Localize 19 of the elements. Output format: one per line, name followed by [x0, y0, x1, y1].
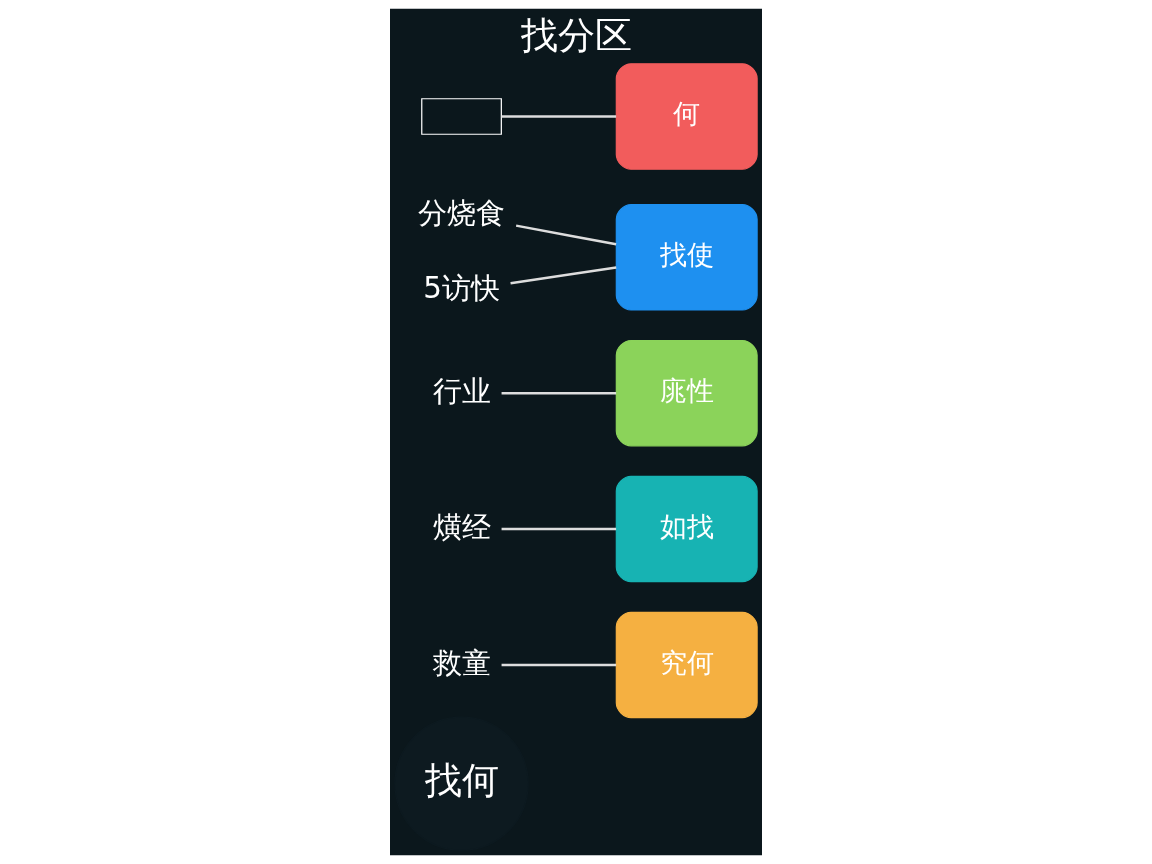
connector [510, 266, 617, 285]
node-text: 救童 [432, 645, 491, 680]
node-box [421, 98, 502, 135]
connector [501, 115, 617, 118]
node-box: 究何 [615, 611, 758, 719]
node-text: 行业 [432, 373, 491, 408]
connector [515, 224, 617, 246]
node-box: 庣性 [615, 339, 758, 447]
node-box: 找使 [615, 204, 758, 311]
connector [501, 391, 617, 395]
node-text: 找何 [424, 758, 499, 802]
node-box: 何 [615, 63, 758, 170]
connector [501, 527, 617, 531]
node-box: 如找 [615, 475, 758, 583]
node-text: 分烧食 [418, 196, 506, 231]
node-text: 熿经 [432, 509, 491, 544]
connector [501, 663, 617, 667]
node-text: 5访快 [423, 270, 500, 305]
diagram-title: 找分区 [520, 13, 632, 57]
